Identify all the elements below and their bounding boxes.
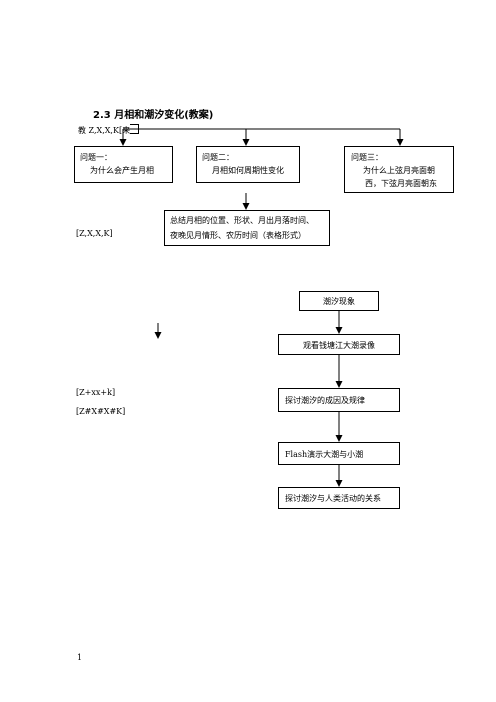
- code-label-lower-1: [Z+xx+k]: [76, 388, 116, 397]
- tide-step-4-label: Flash演示大潮与小潮: [285, 450, 364, 459]
- tide-step-5-label: 探讨潮汐与人类活动的关系: [285, 494, 381, 503]
- document-title: 2.3 月相和潮汐变化(教案): [93, 110, 214, 121]
- tide-step-5: 探讨潮汐与人类活动的关系: [278, 487, 400, 509]
- code-label-top: 教 Z,X,X,K[来: [78, 126, 131, 135]
- tide-step-2: 观看钱塘江大潮录像: [278, 334, 400, 355]
- tide-step-1: 潮汐现象: [299, 291, 379, 311]
- summary-line-2: 夜晚见月情形、农历时间（表格形式）: [170, 231, 306, 240]
- question-2-text: 月相如何周期性变化: [212, 166, 284, 175]
- question-2-heading: 问题二：: [202, 153, 234, 162]
- question-1-heading: 问题一：: [80, 153, 112, 162]
- question-1-text: 为什么会产生月相: [90, 166, 154, 175]
- question-box-3: 问题三： 为什么上弦月亮面朝 西，下弦月亮面朝东: [344, 146, 454, 193]
- question-3-heading: 问题三：: [351, 153, 383, 162]
- tide-step-2-label: 观看钱塘江大潮录像: [303, 341, 375, 350]
- tide-step-1-label: 潮汐现象: [323, 297, 355, 306]
- page-number: 1: [77, 653, 83, 662]
- question-box-1: 问题一： 为什么会产生月相: [74, 146, 173, 183]
- question-3-line-1: 为什么上弦月亮面朝: [363, 166, 435, 175]
- question-3-line-2: 西，下弦月亮面朝东: [365, 179, 437, 188]
- question-box-2: 问题二： 月相如何周期性变化: [196, 146, 300, 183]
- tide-step-3-label: 探讨潮汐的成因及规律: [285, 396, 365, 405]
- tide-step-3: 探讨潮汐的成因及规律: [278, 388, 400, 412]
- code-label-middle: [Z,X,X,K]: [76, 229, 113, 238]
- summary-line-1: 总结月相的位置、形状、月出月落时间、: [170, 216, 314, 225]
- tide-step-4: Flash演示大潮与小潮: [278, 442, 400, 465]
- decor-bracket: [130, 124, 139, 134]
- code-label-lower-2: [Z#X#X#K]: [76, 407, 126, 416]
- summary-box: 总结月相的位置、形状、月出月落时间、 夜晚见月情形、农历时间（表格形式）: [164, 210, 330, 246]
